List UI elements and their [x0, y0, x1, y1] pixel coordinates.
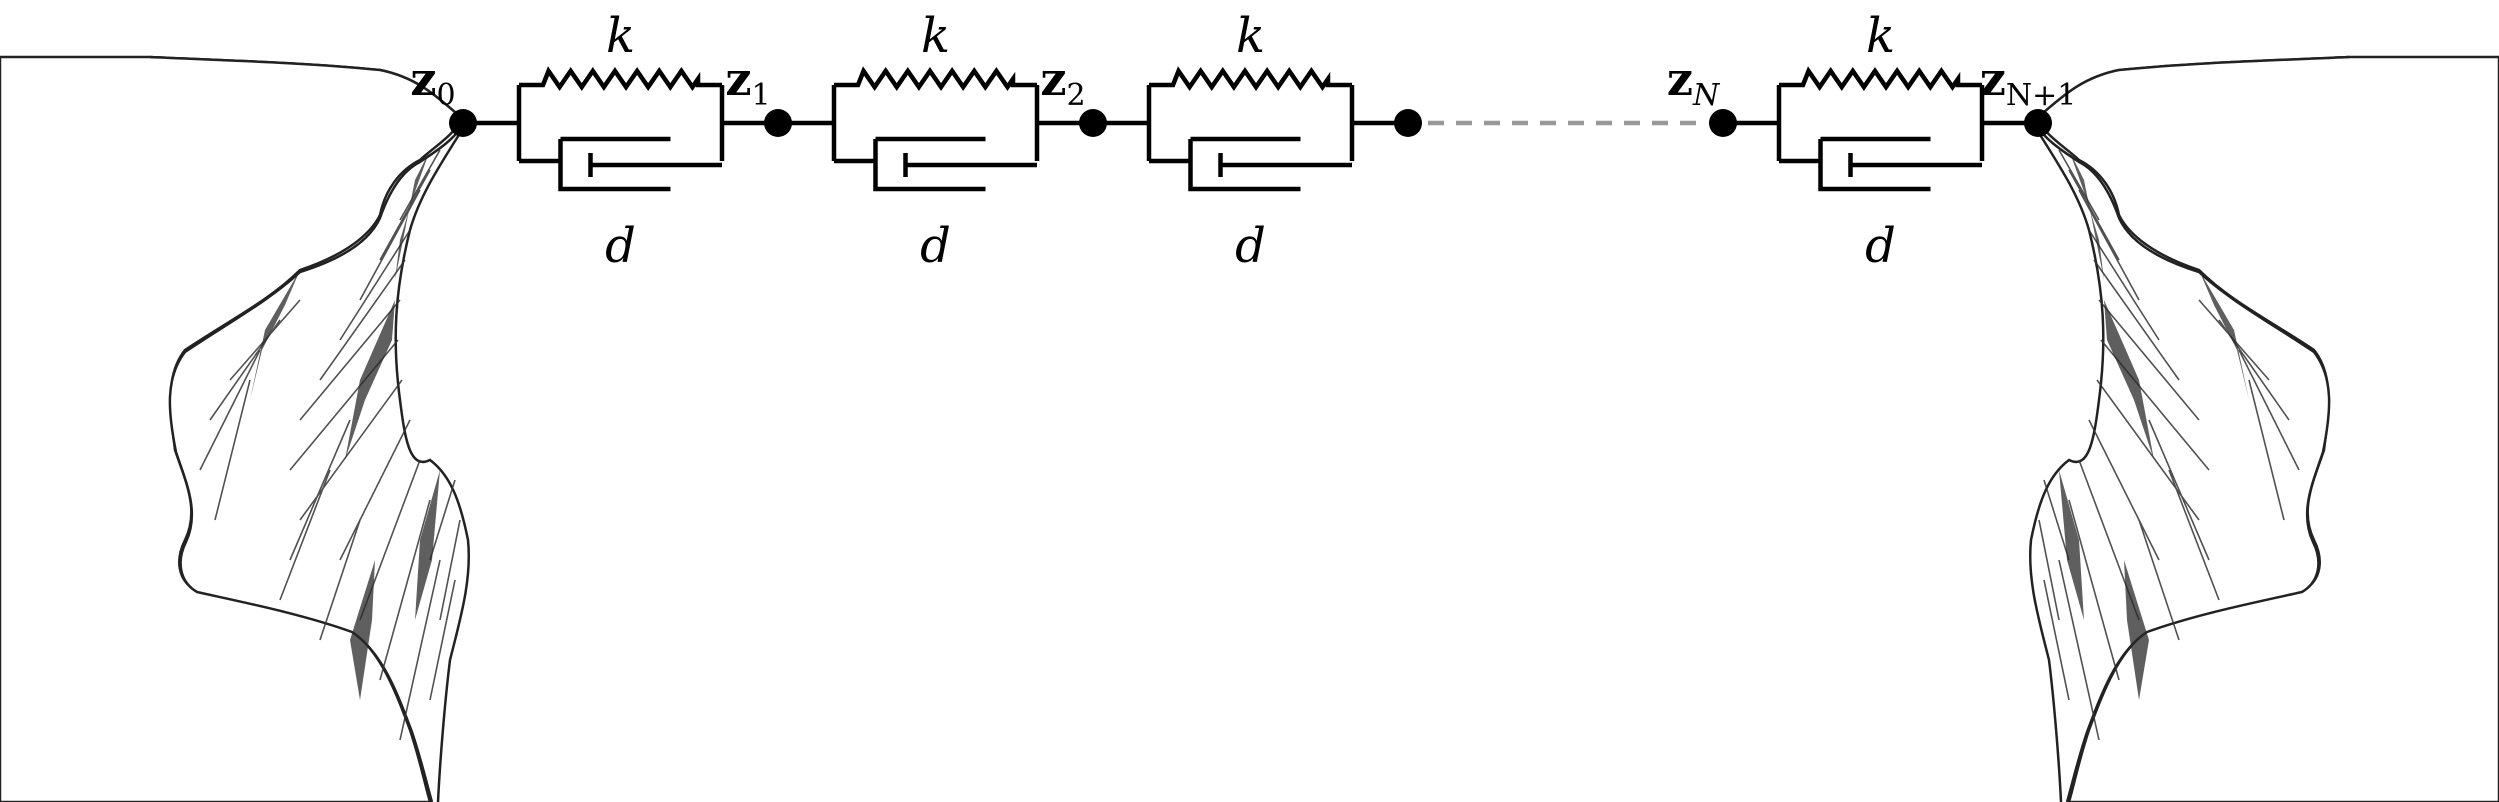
- node-dot-5: [2024, 109, 2052, 137]
- damper-label: d: [605, 218, 636, 274]
- spring-damper-element-0: kd: [463, 8, 778, 274]
- damper-symbol: [834, 136, 1037, 192]
- node-dot-1: [764, 109, 792, 137]
- node-label-4: zN: [1667, 52, 1721, 113]
- damper-symbol: [1779, 136, 1982, 192]
- spring-label: k: [1236, 8, 1265, 64]
- spring-damper-element-1: kd: [778, 8, 1093, 274]
- node-label-5: zN+1: [1980, 52, 2077, 113]
- node-label-1: z1: [725, 52, 770, 113]
- damper-symbol: [1149, 136, 1352, 192]
- spring-damper-element-2: kd: [1093, 8, 1408, 274]
- spring-zigzag: [1149, 66, 1352, 91]
- frame-bars: [1776, 85, 1985, 161]
- node-dot-4: [1709, 109, 1737, 137]
- cliff-right-illustration: [2029, 55, 2499, 802]
- node-dot-3: [1394, 109, 1422, 137]
- spring-label: k: [921, 8, 950, 64]
- node-dot-0: [449, 109, 477, 137]
- spring-label: k: [606, 8, 635, 64]
- node-label-2: z2: [1040, 52, 1085, 113]
- damper-label: d: [1865, 218, 1896, 274]
- cliff-left-illustration: [0, 55, 470, 802]
- damper-symbol: [519, 136, 722, 192]
- frame-bars: [831, 85, 1040, 161]
- spring-zigzag: [519, 66, 722, 91]
- node-dot-2: [1079, 109, 1107, 137]
- node-label-0: z0: [410, 52, 455, 113]
- frame-bars: [516, 85, 725, 161]
- damper-label: d: [920, 218, 951, 274]
- spring-damper-element-3: kd: [1723, 8, 2038, 274]
- frame-bars: [1146, 85, 1355, 161]
- spring-zigzag: [1779, 66, 1982, 91]
- damper-label: d: [1235, 218, 1266, 274]
- spring-zigzag: [834, 66, 1037, 91]
- spring-label: k: [1866, 8, 1895, 64]
